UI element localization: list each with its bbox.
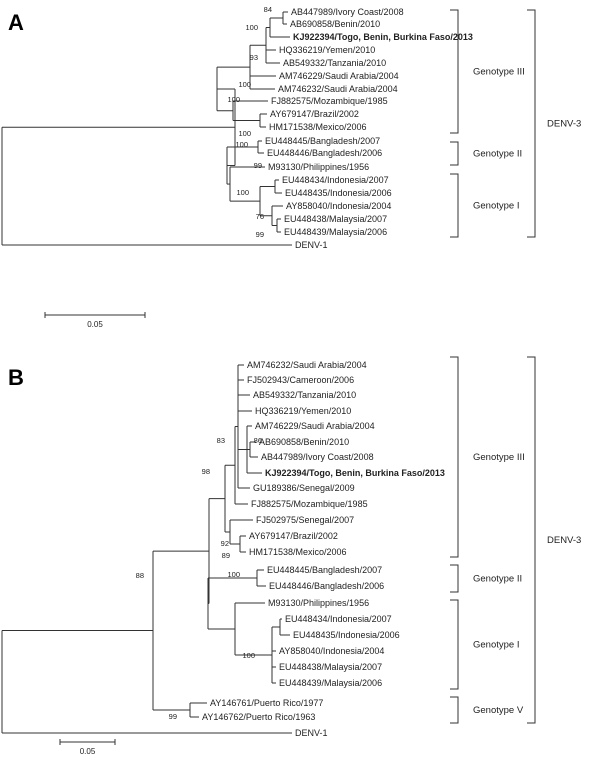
bracket-line <box>450 599 459 690</box>
taxon-label: EU448438/Malaysia/2007 <box>279 662 382 672</box>
taxon-label: AY146762/Puerto Rico/1963 <box>202 712 315 722</box>
serotype-bracket: DENV-3 <box>527 356 581 724</box>
genotype-bracket: Genotype V <box>450 696 524 724</box>
bootstrap-value: 88 <box>136 571 144 580</box>
taxon-label: EU448446/Bangladesh/2006 <box>267 148 382 158</box>
genotype-label: Genotype V <box>473 705 524 716</box>
taxon-label: FJ502943/Cameroon/2006 <box>247 375 354 385</box>
taxon-label: HQ336219/Yemen/2010 <box>255 406 351 416</box>
panel-b: B AM746232/Saudi Arabia/2004FJ502943/Came… <box>1 356 581 756</box>
taxon-label: AM746232/Saudi Arabia/2004 <box>278 84 398 94</box>
panel-letter: A <box>8 10 24 35</box>
taxon-label: HQ336219/Yemen/2010 <box>279 45 375 55</box>
genotype-label: Genotype I <box>473 201 519 212</box>
bootstrap-value: 100 <box>242 651 255 660</box>
bracket-line <box>450 141 459 166</box>
scale-bar: 0.05 <box>44 312 146 329</box>
bootstrap-value: 99 <box>169 712 177 721</box>
taxon-label: AY146761/Puerto Rico/1977 <box>210 698 323 708</box>
taxon-label: AB690858/Benin/2010 <box>259 437 349 447</box>
taxon-label: EU448446/Bangladesh/2006 <box>269 581 384 591</box>
taxon-label: HM171538/Mexico/2006 <box>249 547 347 557</box>
bootstrap-value: 100 <box>238 129 251 138</box>
scale-bar: 0.05 <box>59 739 116 756</box>
bootstrap-value: 83 <box>217 436 225 445</box>
taxon-label: EU448438/Malaysia/2007 <box>284 214 387 224</box>
bootstrap-value: 89 <box>222 551 230 560</box>
taxon-label: HM171538/Mexico/2006 <box>269 122 367 132</box>
bootstrap-value: 100 <box>227 95 240 104</box>
bootstrap-value: 99 <box>254 161 262 170</box>
taxon-label: KJ922394/Togo, Benin, Burkina Faso/2013 <box>293 32 473 42</box>
bracket-line <box>450 356 459 558</box>
bracket-line <box>527 9 536 238</box>
taxon-label: AM746229/Saudi Arabia/2004 <box>279 71 399 81</box>
genotype-bracket: Genotype III <box>450 356 525 558</box>
serotype-label: DENV-3 <box>547 119 581 130</box>
taxon-label: EU448434/Indonesia/2007 <box>285 614 392 624</box>
taxon-label: FJ882575/Mozambique/1985 <box>271 96 388 106</box>
taxon-label: AY858040/Indonesia/2004 <box>279 646 384 656</box>
taxon-label: EU448435/Indonesia/2006 <box>285 188 392 198</box>
taxon-label: EU448445/Bangladesh/2007 <box>265 136 380 146</box>
taxon-label: M93130/Philippines/1956 <box>268 162 369 172</box>
taxon-label: GU189386/Senegal/2009 <box>253 483 355 493</box>
taxon-label: FJ882575/Mozambique/1985 <box>251 499 368 509</box>
taxon-label: EU448434/Indonesia/2007 <box>282 175 389 185</box>
genotype-bracket: Genotype II <box>450 141 522 166</box>
bootstrap-value: 84 <box>264 5 272 14</box>
genotype-label: Genotype II <box>473 149 522 160</box>
taxon-label: EU448445/Bangladesh/2007 <box>267 565 382 575</box>
bootstrap-value: 100 <box>235 140 248 149</box>
bootstrap-value: 100 <box>236 188 249 197</box>
bootstrap-value: 92 <box>221 539 229 548</box>
genotype-label: Genotype III <box>473 452 525 463</box>
taxon-label: AM746232/Saudi Arabia/2004 <box>247 360 367 370</box>
taxon-label: EU448439/Malaysia/2006 <box>284 227 387 237</box>
bootstrap-value: 100 <box>238 80 251 89</box>
taxon-label: EU448439/Malaysia/2006 <box>279 678 382 688</box>
taxon-label: AM746229/Saudi Arabia/2004 <box>255 421 375 431</box>
bracket-line <box>450 173 459 238</box>
bootstrap-value: 98 <box>202 467 210 476</box>
serotype-label: DENV-3 <box>547 535 581 546</box>
taxon-label: AB447989/Ivory Coast/2008 <box>261 452 374 462</box>
bracket-line <box>527 356 536 724</box>
bracket-line <box>450 696 459 724</box>
bracket-line <box>450 9 459 134</box>
bootstrap-value: 100 <box>227 570 240 579</box>
panel-letter: B <box>8 365 24 390</box>
taxon-label: KJ922394/Togo, Benin, Burkina Faso/2013 <box>265 468 445 478</box>
taxon-label: EU448435/Indonesia/2006 <box>293 630 400 640</box>
genotype-bracket: Genotype III <box>450 9 525 134</box>
taxon-label: AB549332/Tanzania/2010 <box>283 58 386 68</box>
taxon-label: M93130/Philippines/1956 <box>268 598 369 608</box>
genotype-label: Genotype III <box>473 67 525 78</box>
taxon-label: AB690858/Benin/2010 <box>290 19 380 29</box>
genotype-bracket: Genotype II <box>450 564 522 593</box>
scale-bar-label: 0.05 <box>87 320 103 329</box>
panel-a: A AB447989/Ivory Coast/2008AB690858/Benin… <box>1 5 581 329</box>
bootstrap-value: 100 <box>245 23 258 32</box>
serotype-bracket: DENV-3 <box>527 9 581 238</box>
bootstrap-value: 86 <box>254 436 262 445</box>
taxon-label: AB549332/Tanzania/2010 <box>253 390 356 400</box>
taxon-label: AY858040/Indonesia/2004 <box>286 201 391 211</box>
taxon-label: DENV-1 <box>295 728 328 738</box>
bootstrap-value: 93 <box>250 53 258 62</box>
genotype-bracket: Genotype I <box>450 173 519 238</box>
bootstrap-value: 76 <box>256 212 264 221</box>
bracket-line <box>450 564 459 593</box>
genotype-label: Genotype I <box>473 640 519 651</box>
taxon-label: FJ502975/Senegal/2007 <box>256 515 354 525</box>
taxon-label: AY679147/Brazil/2002 <box>249 531 338 541</box>
bootstrap-value: 99 <box>256 230 264 239</box>
taxon-label: DENV-1 <box>295 240 328 250</box>
genotype-label: Genotype II <box>473 574 522 585</box>
taxon-label: AY679147/Brazil/2002 <box>270 109 359 119</box>
genotype-bracket: Genotype I <box>450 599 519 690</box>
scale-bar-label: 0.05 <box>80 747 96 756</box>
taxon-label: AB447989/Ivory Coast/2008 <box>291 7 404 17</box>
